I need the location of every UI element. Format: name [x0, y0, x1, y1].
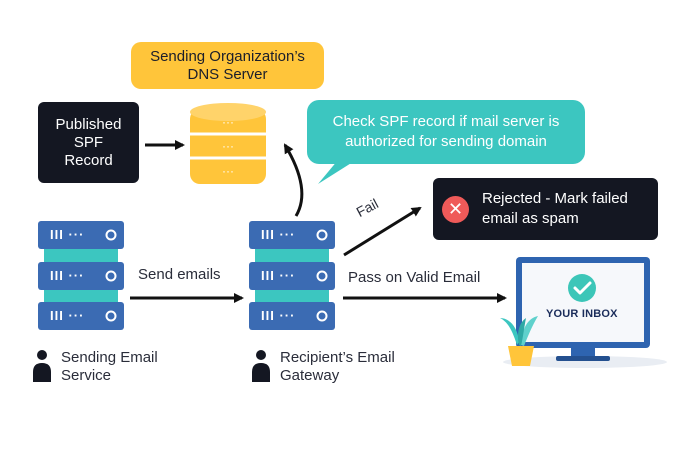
reject-x-icon: ✕	[442, 196, 469, 223]
person-icon	[252, 350, 270, 382]
svg-text:···: ···	[222, 139, 234, 153]
svg-text:···: ···	[222, 115, 234, 129]
database-icon: ··· ··· ···	[190, 103, 266, 184]
rejected-label: Rejected - Mark failed email as spam	[482, 190, 628, 227]
person-icon	[33, 350, 51, 382]
recipient-gateway-label: Recipient’s Email Gateway	[280, 349, 395, 384]
server-unit-label: III ···	[50, 268, 85, 283]
published-record-label: Published SPF Record	[55, 115, 122, 169]
rejected-box: Rejected - Mark failed email as spam	[433, 178, 658, 240]
pass-label: Pass on Valid Email	[348, 269, 481, 286]
fail-arrow	[343, 206, 422, 257]
svg-text:···: ···	[222, 164, 234, 178]
server-unit-label: III ···	[261, 308, 296, 323]
check-callout-tail	[318, 160, 356, 184]
published-spf-record-box: Published SPF Record	[38, 102, 139, 183]
gateway-server-stack-icon	[249, 221, 335, 330]
sending-service-label: Sending Email Service	[61, 349, 158, 384]
plant-icon	[500, 316, 538, 366]
inbox-label: YOUR INBOX	[546, 308, 618, 320]
server-unit-label: III ···	[261, 268, 296, 283]
gateway-to-dns-arrow	[283, 143, 304, 217]
check-callout-text: Check SPF record if mail server is autho…	[332, 113, 560, 150]
check-icon	[568, 274, 596, 302]
dns-server-callout: Sending Organization’s DNS Server	[131, 42, 324, 89]
server-unit-label: III ···	[261, 227, 296, 242]
send-emails-label: Send emails	[138, 266, 221, 283]
server-unit-label: III ···	[50, 308, 85, 323]
check-spf-callout: Check SPF record if mail server is autho…	[307, 100, 585, 164]
server-unit-label: III ···	[50, 227, 85, 242]
dns-server-label: Sending Organization’s DNS Server	[150, 47, 305, 83]
sending-server-stack-icon	[38, 221, 124, 330]
